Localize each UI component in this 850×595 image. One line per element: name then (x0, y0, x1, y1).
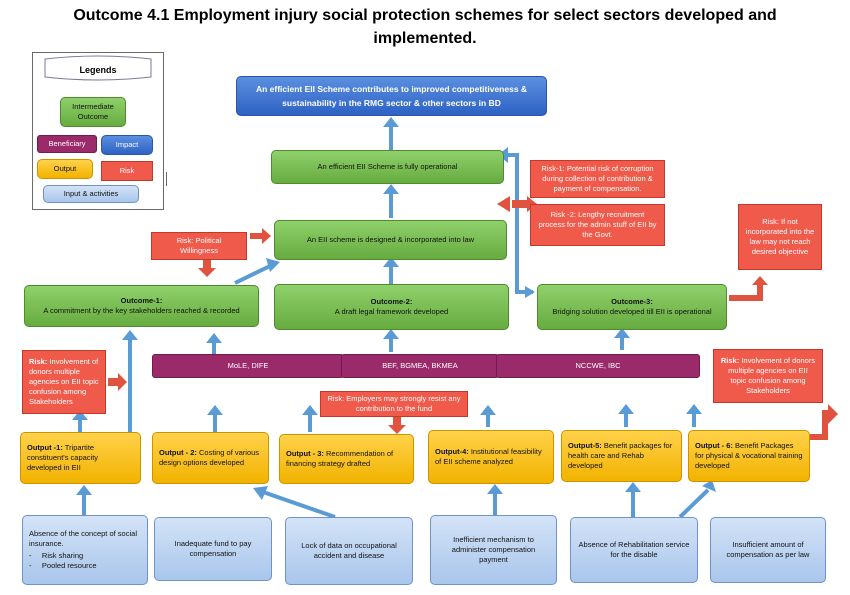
page-title: Outcome 4.1 Employment injury social pro… (73, 7, 777, 24)
output-5-text: Benefit packages for health care and Reh… (568, 441, 673, 470)
input-2: Inadequate fund to pay compensation (154, 517, 272, 581)
legend-risk: Risk (101, 161, 153, 181)
output-6-text: Benefit Packages for physical & vocation… (695, 441, 803, 470)
risk-right-text: Involvement of donors multiple agencies … (728, 356, 816, 395)
outcome-1: Outcome-1: A commitment by the key stake… (24, 285, 259, 327)
arrow-diag (678, 488, 710, 519)
output-2-text: Costing of various design options develo… (159, 448, 260, 467)
output-2: Output - 2: Costing of various design op… (152, 432, 269, 484)
risk-right-donors: Risk: Involvement of donors multiple age… (713, 349, 823, 403)
outcome-1-title: Outcome-1: (120, 296, 163, 305)
arrowheads (72, 117, 716, 500)
outcome-2: Outcome-2: A draft legal framework devel… (274, 284, 509, 330)
beneficiary-nccwe: NCCWE, IBC (496, 354, 700, 378)
risk-left-donors: Risk: Involvement of donors multiple age… (22, 350, 106, 414)
intermediate-operational: An efficient EII Scheme is fully operati… (271, 150, 504, 184)
input-1: Absence of the concept of social insuran… (22, 515, 148, 585)
output-6: Output - 6: Benefit Packages for physica… (688, 430, 810, 482)
legend: Legends Intermediate Outcome Beneficiary… (32, 52, 164, 210)
output-4-text: Institutional feasibility of EII scheme … (435, 447, 542, 466)
output-3-label: Output - 3: (286, 449, 324, 458)
outcome-1-text: A commitment by the key stakeholders rea… (43, 306, 240, 315)
input-6: Insufficient amount of compensation as p… (710, 517, 826, 583)
legend-intermediate: Intermediate Outcome (60, 97, 126, 127)
risk-employers: Risk: Employers may strongly resist any … (320, 391, 468, 417)
output-5: Output-5: Benefit packages for health ca… (561, 430, 682, 482)
output-5-label: Output-5: (568, 441, 602, 450)
legend-banner-icon (44, 55, 152, 81)
risk-political: Risk: Political Willingness (151, 232, 247, 260)
intermediate-designed: An EII scheme is designed & incorporated… (274, 220, 507, 260)
output-3: Output - 3: Recommendation of financing … (279, 434, 414, 484)
outcome-3-title: Outcome-3: (611, 297, 653, 306)
input-3: Lock of data on occupational accident an… (285, 517, 413, 585)
beneficiary-mole: MoLE, DIFE (152, 354, 344, 378)
legend-title: Legends (79, 65, 117, 75)
input-1-bullet2: - Pooled resource (29, 561, 97, 570)
divider (166, 172, 167, 186)
input-1-line1: Absence of the concept of social insuran… (29, 529, 137, 548)
risk-left-text: Involvement of donors multiple agencies … (29, 357, 99, 406)
legend-impact: Impact (101, 135, 153, 155)
risk-corruption: Risk-1: Potential risk of corruption dur… (530, 160, 665, 198)
outcome-3: Outcome-3: Bridging solution developed t… (537, 284, 727, 330)
output-2-label: Output - 2: (159, 448, 197, 457)
input-1-bullet1: - Risk sharing (29, 551, 84, 560)
legend-beneficiary: Beneficiary (37, 135, 97, 153)
risk-left-label: Risk: (29, 357, 48, 366)
beneficiary-bef: BEF, BGMEA, BKMEA (341, 354, 499, 378)
legend-output: Output (37, 159, 93, 179)
impact-box: An efficient EII Scheme contributes to i… (236, 76, 547, 116)
legend-input: Input & activities (43, 185, 139, 203)
page-title-line2: implemented. (373, 30, 477, 47)
output-1-text: Tripartite constituent's capacity develo… (27, 443, 99, 472)
output-1: Output -1: Tripartite constituent's capa… (20, 432, 141, 484)
outcome-2-title: Outcome-2: (370, 297, 413, 306)
arrow-diag (262, 490, 336, 519)
input-1-bullet2-text: Pooled resource (41, 561, 97, 570)
input-5: Absence of Rehabilitation service for th… (570, 517, 698, 583)
risk-right-label: Risk: (720, 356, 740, 365)
output-3-text: Recommendation of financing strategy dra… (286, 449, 394, 468)
outcome-3-text: Bridging solution developed till EII is … (552, 307, 712, 316)
output-1-label: Output -1: (27, 443, 63, 452)
output-4-label: Output-4: (435, 447, 469, 456)
input-1-bullet1-text: Risk sharing (41, 551, 84, 560)
output-6-label: Output - 6: (695, 441, 733, 450)
risk-recruitment: Risk -2: Lengthy recruitment process for… (530, 204, 665, 246)
risk-law: Risk: If not incorporated into the law m… (738, 204, 822, 270)
input-4: Inefficient mechanism to administer comp… (430, 515, 557, 585)
outcome-2-text: A draft legal framework developed (334, 307, 449, 316)
output-4: Output-4: Institutional feasibility of E… (428, 430, 554, 484)
